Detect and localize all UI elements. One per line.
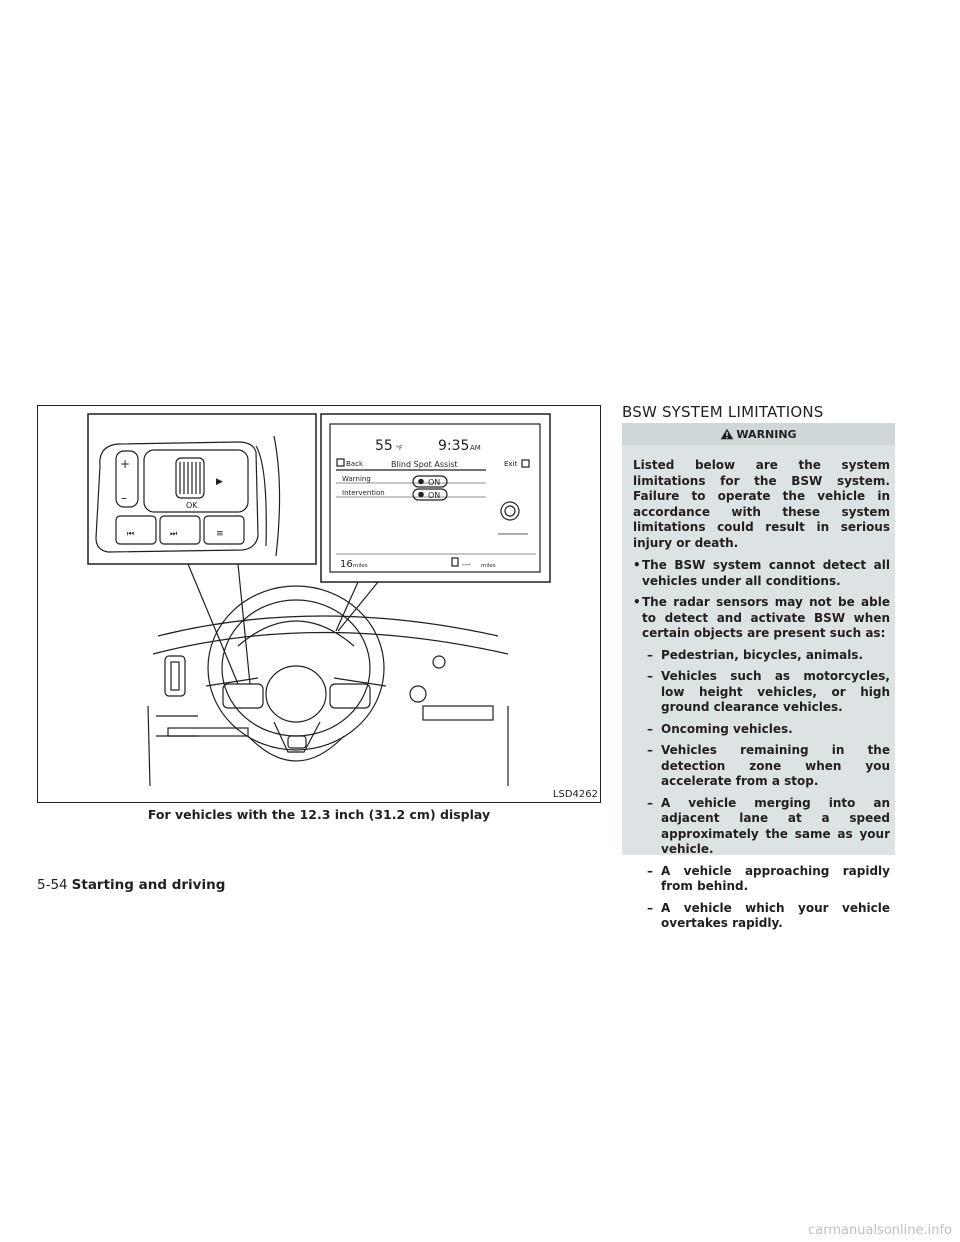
sub-item: –Pedestrian, bicycles, animals. [633,648,890,664]
display-range-left-unit: miles [353,563,368,569]
bullet-item: •The BSW system cannot detect all vehicl… [633,558,890,588]
bullet-text: The BSW system cannot detect all vehicle… [642,558,890,588]
footer-section: Starting and driving [71,877,226,893]
display-range-right: --- [462,560,471,569]
sub-item: –Vehicles such as motorcycles, low heigh… [647,669,890,714]
display-row1-value: ON [428,478,440,487]
sub-item: –A vehicle which your vehicle overtakes … [647,900,890,931]
sub-item: –Vehicles remaining in the detection zon… [647,743,890,788]
sub-item-text: Pedestrian, bicycles, animals. [661,647,864,662]
display-range-right-unit: miles [481,563,496,569]
warning-text: Listed below are the system limitations … [633,458,890,938]
display-row1-label: Warning [342,475,371,483]
sub-item: –A vehicle merging into an adjacent lane… [647,795,890,857]
bullet-text: The radar sensors may not be able to det… [642,595,890,640]
illustration-figure: 55 °F 9:35 AM Back Blind Spot Assist Exi… [37,405,601,803]
warning-triangle-icon [721,428,734,440]
list-icon: ≡ [216,529,224,539]
display-temp: 55 [375,438,393,454]
page-number: 5-54 [37,877,68,893]
switch-ok-label: OK [186,501,198,510]
figure-id: LSD4262 [552,789,598,800]
sub-item-text: Vehicles remaining in the detection zone… [661,743,890,788]
sub-item: –A vehicle approaching rapidly from behi… [647,863,890,894]
display-ampm: AM [470,444,481,452]
arrow-right-icon: ▶ [216,477,223,487]
display-title: Blind Spot Assist [391,460,458,469]
sub-item-text: Oncoming vehicles. [661,721,793,736]
display-row2-label: Intervention [342,489,385,497]
display-temp-unit: °F [396,445,403,452]
sub-item: –Oncoming vehicles. [633,722,890,738]
next-track-icon: ⏭ [170,529,177,538]
sub-item-text: A vehicle which your vehicle overtakes r… [661,900,890,931]
display-time: 9:35 [438,438,469,454]
minus-icon: – [121,491,127,505]
previous-track-icon: ⏮ [127,529,134,538]
section-title: BSW SYSTEM LIMITATIONS [622,403,824,421]
display-range-left: 16 [340,559,353,570]
sub-item-text: Vehicles such as motorcycles, low height… [661,669,890,714]
display-row2-value: ON [428,491,440,500]
sub-item-text: A vehicle merging into an adjacent lane … [661,795,890,857]
sub-item-text: A vehicle approaching rapidly from behin… [661,863,890,894]
display-back: Back [346,460,364,468]
warning-box [622,423,895,855]
steering-wheel-illustration: 55 °F 9:35 AM Back Blind Spot Assist Exi… [87,413,551,787]
bullet-item: •The radar sensors may not be able to de… [633,595,890,640]
watermark[interactable]: carmanualsonline.info [808,1223,952,1238]
warning-header: WARNING [622,423,895,445]
warning-label: WARNING [736,428,797,441]
warning-intro: Listed below are the system limitations … [633,458,890,550]
display-exit: Exit [504,460,518,468]
figure-caption: For vehicles with the 12.3 inch (31.2 cm… [147,807,491,822]
plus-icon: + [120,457,130,471]
